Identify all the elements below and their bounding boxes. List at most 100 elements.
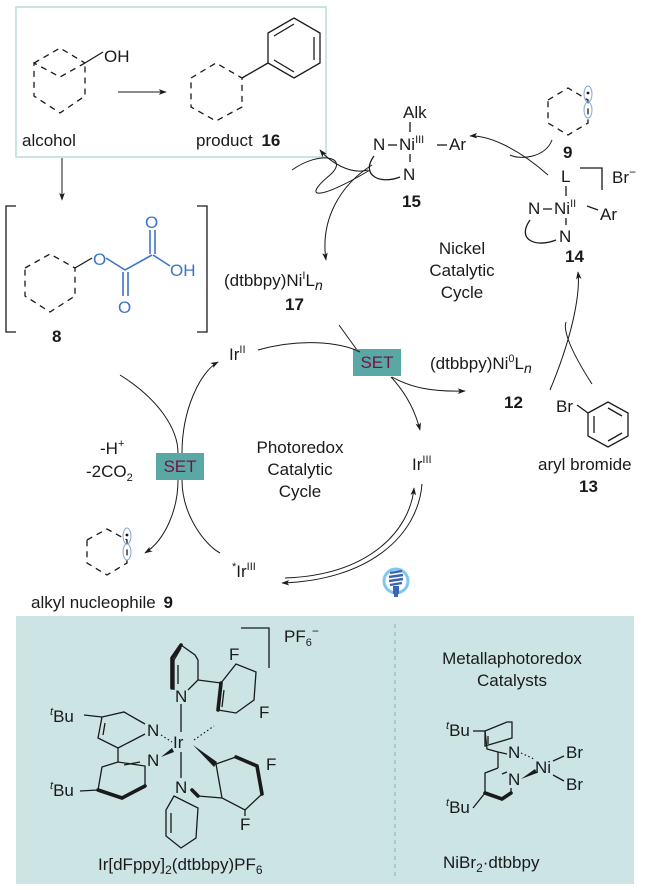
bromide-2: Br (566, 775, 583, 794)
ni15-loop-arrow (291, 157, 371, 194)
bpy-n-bottom: N (147, 751, 159, 770)
hydroxyl-oxygen: OH (170, 261, 196, 280)
ir-relaxation-arrow (284, 487, 417, 579)
ir-ii-to-set-arrow (257, 342, 361, 353)
pf6-counterion: PF6− (284, 624, 319, 649)
l-ligand: L (561, 167, 570, 186)
complex-14-number: 14 (565, 247, 584, 266)
excited-ir-iii-species: *IrIII (232, 561, 256, 581)
alcohol-structure: OH (33, 47, 130, 114)
catalysts-heading-line-2: Catalysts (477, 671, 547, 690)
intermediate-8-number: 8 (52, 327, 61, 346)
alkyl-radical-9-top: 9 (547, 85, 593, 162)
tbu-bottom: tBu (50, 780, 74, 800)
product-release-arrow (319, 149, 369, 172)
nickel-center: Ni (535, 758, 551, 777)
excited-ir-to-set-arc (181, 479, 221, 554)
ni-0-species: (dtbbpy)Ni0Ln (430, 353, 532, 376)
oxalate-to-set-arc (119, 374, 179, 454)
ir-catalyst-structure: PF6− Ir N F F F F N N N (50, 624, 319, 849)
set-label-photoredox: SET (163, 457, 196, 476)
radical-9-number: 9 (563, 143, 572, 162)
co2-loss-label: -2CO2 (86, 462, 133, 484)
ar-label: Ar (600, 205, 617, 224)
hydroxyl-group: OH (104, 47, 130, 66)
set-box-nickel: SET (338, 324, 401, 376)
fluorine-1: F (229, 645, 239, 664)
catalysts-heading-line-1: Metallaphotoredox (442, 649, 582, 668)
ni-i-number: 17 (285, 295, 304, 314)
right-bracket (197, 205, 208, 333)
photoredox-cycle-title: Photoredox Catalytic Cycle (257, 438, 344, 501)
bromide-counterion: Br− (612, 165, 636, 187)
proton-loss-label: -H+ (100, 438, 124, 458)
n-top: N (175, 687, 187, 706)
n-left: N (373, 135, 385, 154)
ir-iii-species: IrIII (412, 454, 432, 474)
ar-label: Ar (449, 135, 466, 154)
set-to-ir-ii-arrow (181, 361, 219, 454)
aryl-bromide-label: aryl bromide (538, 455, 632, 474)
nickel-cycle-title: Nickel Catalytic Cycle (429, 239, 495, 302)
radical-addition-arrow (509, 139, 553, 158)
ni-iii-center: NiIII (399, 134, 424, 154)
n-bottom: N (403, 165, 415, 184)
alkyl-nucleophile-label: alkyl nucleophile 9 (31, 593, 173, 612)
ni-bpy-n-bottom: N (508, 770, 520, 789)
alk-label: Alk (403, 103, 427, 122)
n-left: N (528, 199, 540, 218)
overview-box (15, 6, 327, 158)
catalysts-panel (16, 616, 634, 884)
ni-catalyst-name: NiBr2·dtbbpy (443, 853, 540, 875)
aryl-bromide-number: 13 (579, 477, 598, 496)
ni-ii-center: NiII (554, 198, 576, 218)
set-label-nickel: SET (360, 353, 393, 372)
ni-bpy-n-top: N (508, 743, 520, 762)
set-box-photoredox: SET (156, 453, 204, 480)
bromine-atom: Br (556, 397, 573, 416)
set-to-radical-arrow (144, 479, 179, 554)
nickel-title-line-1: Nickel (439, 239, 485, 258)
photoredox-title-line-2: Catalytic (267, 460, 333, 479)
complex-15-number: 15 (402, 192, 421, 211)
fluorine-2: F (259, 703, 269, 722)
photoredox-title-line-1: Photoredox (257, 438, 344, 457)
ester-oxygen: O (93, 250, 106, 269)
alcohol-label: alcohol (22, 131, 76, 150)
ni-catalyst-structure: tBu tBu N N Ni Br Br (446, 720, 583, 817)
product-label: product 16 (196, 131, 280, 150)
set-to-ni0-arrow (391, 376, 466, 395)
aryl-bromide-13: Br aryl bromide 13 (538, 397, 632, 496)
fluorine-4: F (240, 815, 250, 834)
oxidative-addition-arrow (549, 271, 582, 391)
ni-tbu-top: tBu (446, 720, 470, 740)
ni-iii-complex-15: Alk N NiIII Ar N 15 (368, 103, 466, 211)
product-number: 16 (261, 131, 280, 150)
tbu-top: tBu (50, 706, 74, 726)
product-structure (190, 17, 321, 122)
nickel-title-line-3: Cycle (441, 283, 484, 302)
carbonyl-oxygen-bottom: O (118, 298, 131, 317)
to-ni-i-arrow (322, 164, 373, 261)
ni-ii-complex-14: L Br− N NiII Ar N 14 (524, 165, 636, 266)
ni-tbu-bottom: tBu (446, 797, 470, 817)
ir-ii-species: IrII (229, 344, 246, 364)
ni-0-number: 12 (504, 393, 523, 412)
set-to-ir-iii-arrow (390, 376, 421, 431)
n-bottom: N (175, 778, 187, 797)
ir-excitation-arrow (281, 483, 423, 586)
photoredox-title-line-3: Cycle (279, 482, 322, 501)
iridium-center: Ir (173, 733, 184, 752)
carbonyl-oxygen-top: O (145, 213, 158, 232)
fluorine-3: F (266, 755, 276, 774)
bpy-n-top: N (147, 721, 159, 740)
reductive-elimination-to-15-arrow (469, 132, 549, 176)
bromide-1: Br (566, 743, 583, 762)
light-bulb-icon (382, 567, 410, 597)
ni-i-species: (dtbbpy)NiILn (224, 270, 323, 293)
oxalate-structure: O O O OH (24, 213, 196, 317)
alkyl-radical-9-bottom (86, 527, 132, 576)
nickel-title-line-2: Catalytic (429, 261, 495, 280)
ir-catalyst-name: Ir[dFppy]2(dtbbpy)PF6 (98, 855, 263, 877)
